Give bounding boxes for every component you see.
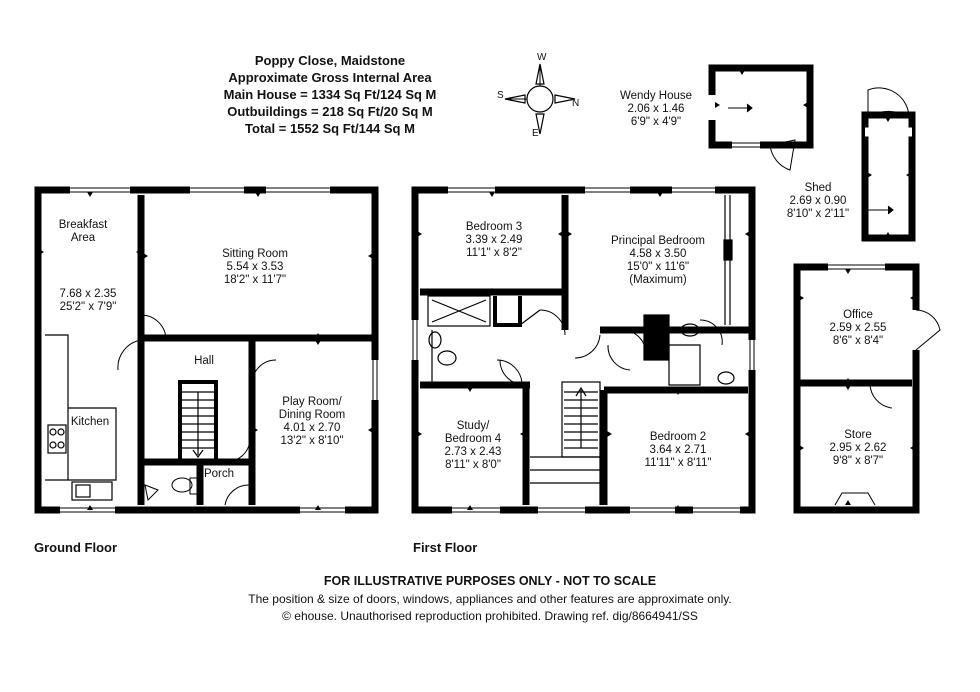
- compass-w: W: [537, 52, 547, 63]
- wendy-house-walls: [707, 64, 814, 171]
- total-area: Total = 1552 Sq Ft/144 Sq M: [245, 121, 415, 136]
- property-header: Poppy Close, Maidstone Approximate Gross…: [180, 52, 480, 137]
- ground-floor-windows: [60, 187, 378, 513]
- first-stairs: [530, 381, 601, 505]
- first-floor-caption: First Floor: [413, 540, 478, 555]
- property-title: Poppy Close, Maidstone: [254, 53, 406, 68]
- main-house-area: Main House = 1334 Sq Ft/124 Sq M: [223, 87, 437, 102]
- ground-wc: [144, 477, 199, 502]
- kitchen-label: Kitchen: [70, 416, 110, 428]
- first-floor-window-gaps: [410, 185, 757, 515]
- first-floor-walls: [411, 186, 756, 514]
- compass-s: S: [497, 90, 504, 101]
- outbuildings-area: Outbuildings = 218 Sq Ft/20 Sq M: [227, 104, 433, 119]
- area-label: Approximate Gross Internal Area: [228, 70, 432, 85]
- shed-walls: [861, 87, 916, 242]
- outbuilding-walls: [793, 263, 920, 514]
- first-door-swings: [496, 309, 723, 386]
- ground-stairs: [178, 380, 218, 464]
- compass-e: E: [532, 128, 539, 139]
- compass-n: N: [572, 98, 580, 109]
- footer-disclaimer: FOR ILLUSTRATIVE PURPOSES ONLY - NOT TO …: [323, 574, 657, 588]
- hall-label: Hall: [194, 355, 214, 367]
- leader-arrows: [728, 103, 894, 215]
- outbuilding-openings: [828, 262, 941, 506]
- first-bathroom: [427, 295, 541, 385]
- compass-rose: [504, 63, 576, 135]
- porch-label: Porch: [203, 468, 235, 480]
- ensuite: [643, 195, 735, 386]
- ground-floor-caption: Ground Floor: [34, 540, 118, 555]
- kitchen-units: [45, 334, 117, 501]
- ground-door-swings: [117, 314, 277, 506]
- first-floor-windows: [412, 187, 755, 513]
- footer-copyright: © ehouse. Unauthorised reproduction proh…: [282, 609, 698, 623]
- footer-note: The position & size of doors, windows, a…: [248, 592, 732, 606]
